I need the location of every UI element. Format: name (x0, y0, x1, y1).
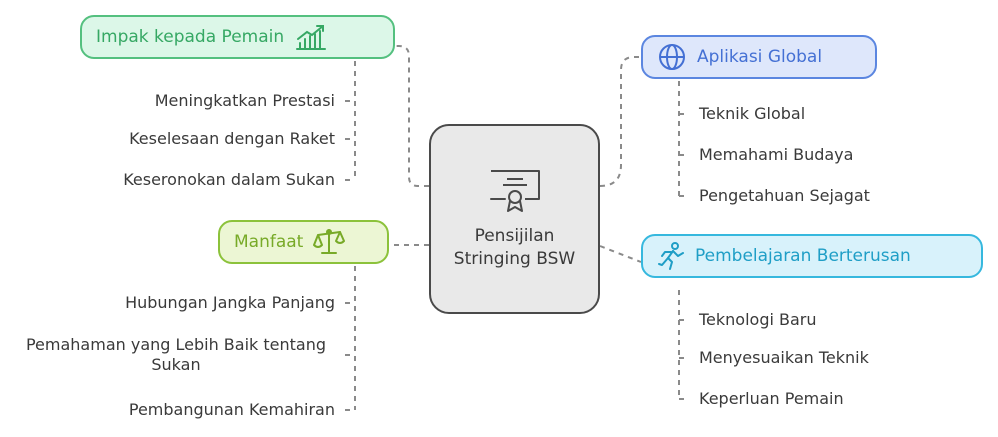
branch-pembelajaran-berterusan[interactable]: Pembelajaran Berterusan (641, 234, 983, 278)
leaf-global-1: Teknik Global (699, 104, 806, 123)
leaf-global-3: Pengetahuan Sejagat (699, 186, 870, 205)
branch-title-impak: Impak kepada Pemain (96, 27, 285, 47)
branch-title-belajar: Pembelajaran Berterusan (695, 246, 911, 266)
growth-chart-icon (294, 23, 328, 51)
leaf-impak-3: Keseronokan dalam Sukan (123, 170, 335, 189)
connector-manfaat-leaves (345, 266, 356, 411)
leaf-global-2: Memahami Budaya (699, 145, 854, 164)
certificate-icon (487, 167, 543, 217)
leaf-belajar-2: Menyesuaikan Teknik (699, 348, 869, 367)
globe-icon (657, 42, 687, 72)
connector-belajar-leaves (678, 290, 689, 400)
center-node[interactable]: Pensijilan Stringing BSW (429, 124, 600, 314)
balance-scale-icon (313, 227, 346, 257)
leaf-belajar-3: Keperluan Pemain (699, 389, 844, 408)
connector-impak-leaves (345, 61, 356, 181)
branch-impak-kepada-pemain[interactable]: Impak kepada Pemain (80, 15, 395, 59)
connector-center-belajar (599, 245, 642, 263)
leaf-manfaat-1: Hubungan Jangka Panjang (125, 293, 335, 312)
center-title: Pensijilan Stringing BSW (453, 226, 576, 269)
branch-title-manfaat: Manfaat (234, 232, 304, 252)
leaf-manfaat-3: Pembangunan Kemahiran (128, 400, 335, 419)
leaf-belajar-1: Teknologi Baru (699, 310, 817, 329)
leaf-impak-2: Keselesaan dengan Raket (129, 129, 335, 148)
running-person-icon (657, 241, 685, 271)
branch-manfaat[interactable]: Manfaat (218, 220, 389, 264)
leaf-impak-1: Meningkatkan Prestasi (154, 91, 335, 110)
branch-title-global: Aplikasi Global (697, 47, 823, 67)
connector-center-global (599, 56, 641, 187)
connector-center-impak (395, 45, 429, 187)
leaf-manfaat-2: Pemahaman yang Lebih Baik tentang Sukan (25, 335, 327, 374)
connector-global-leaves (678, 81, 689, 197)
branch-aplikasi-global[interactable]: Aplikasi Global (641, 35, 877, 79)
